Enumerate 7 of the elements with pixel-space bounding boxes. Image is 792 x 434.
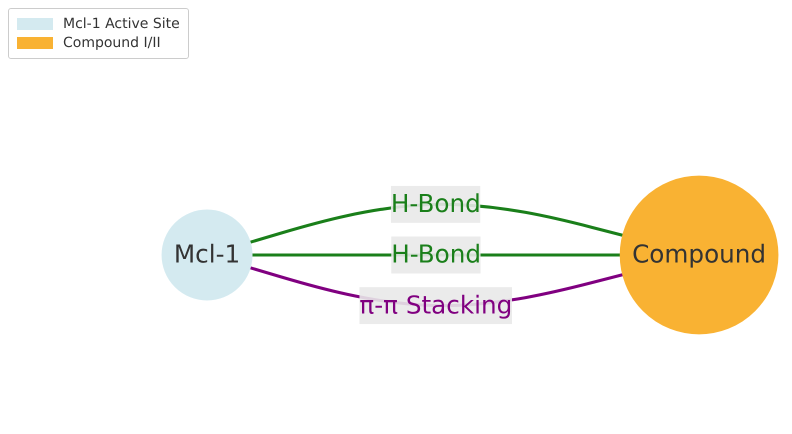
edge-label: H-Bond — [390, 188, 481, 218]
edge-label: H-Bond — [391, 240, 482, 269]
node-circle: Compound — [620, 176, 778, 334]
edge-label: π-π Stacking — [359, 290, 512, 320]
node-circle: Mcl-1 — [162, 210, 253, 300]
legend-text: Mcl-1 Active Site — [63, 16, 180, 32]
legend-text: Compound I/II — [63, 35, 161, 51]
